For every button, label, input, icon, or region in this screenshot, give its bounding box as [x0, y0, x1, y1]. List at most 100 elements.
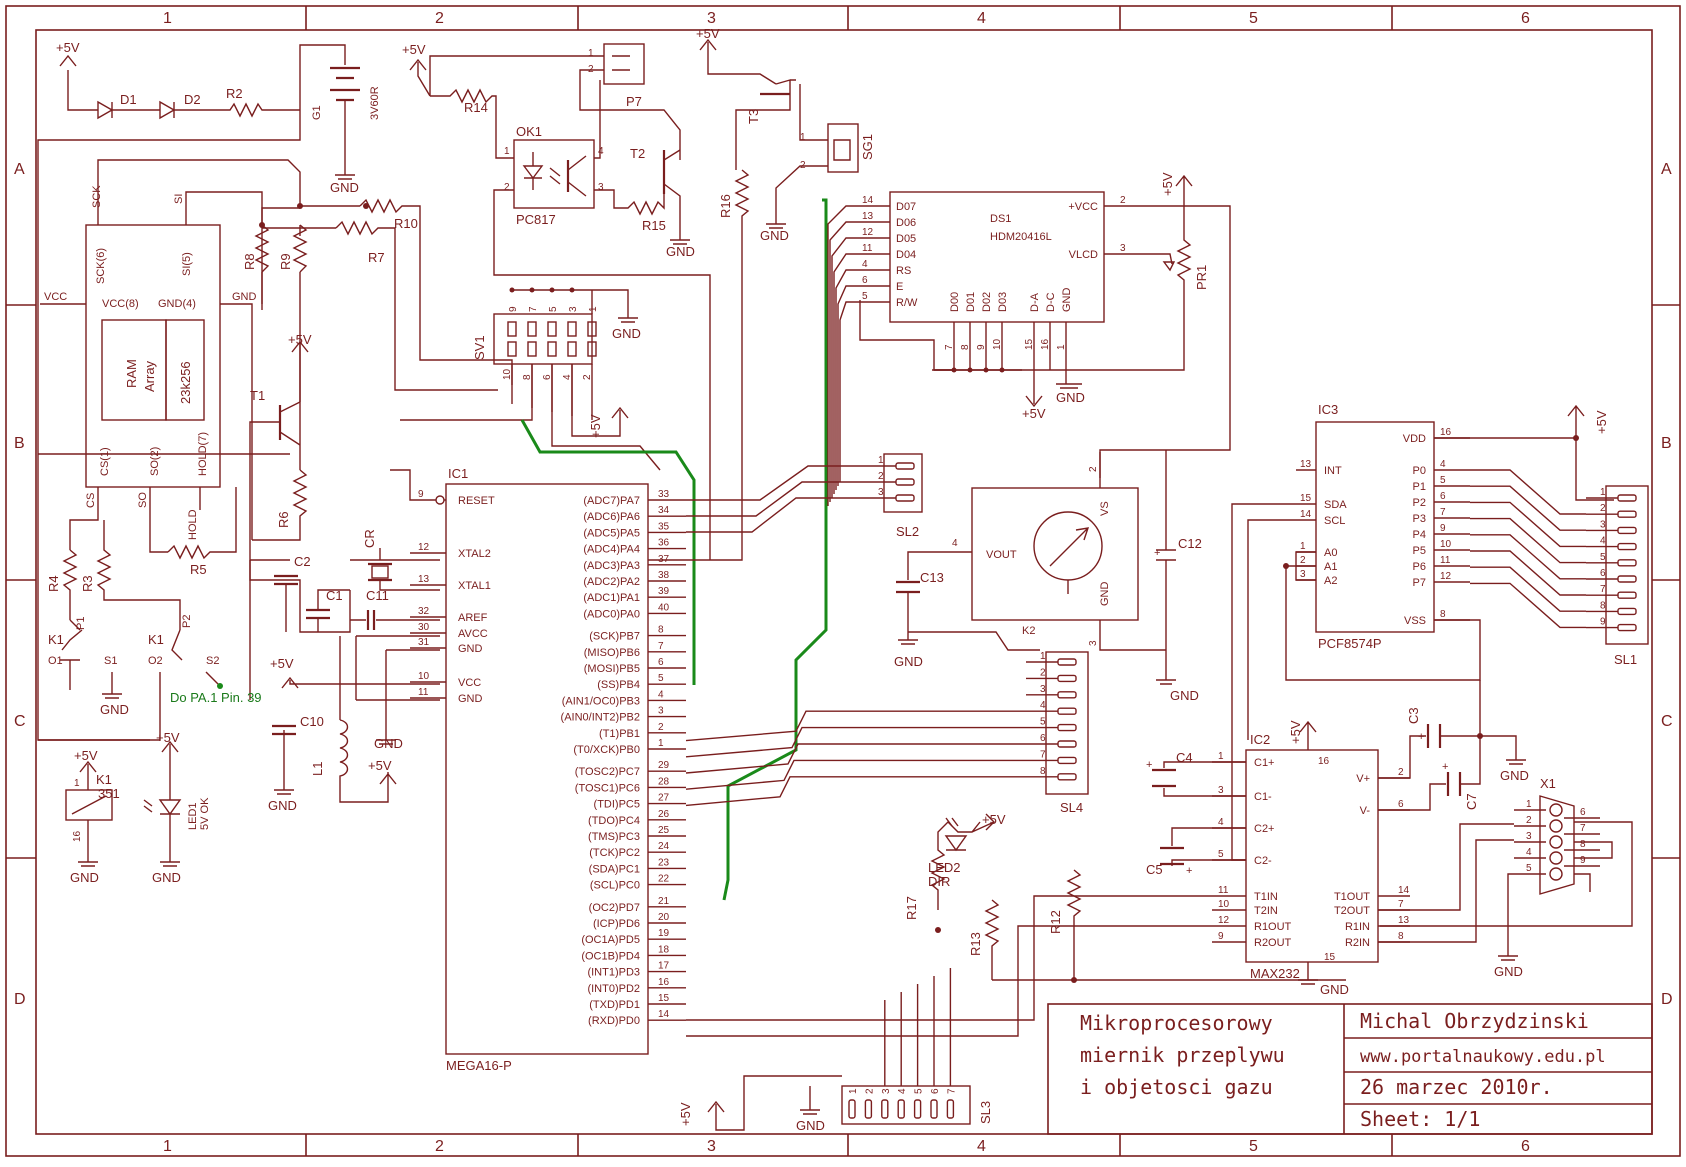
ic1-left-pin-name: AREF — [458, 612, 488, 624]
sl1-pin-number: 9 — [1600, 617, 1606, 628]
sg1-pin-1: 1 — [800, 132, 806, 143]
c11-label: C11 — [366, 588, 389, 603]
ic1-right-pin-number: 23 — [658, 857, 670, 868]
pcf-left-pin-number: 2 — [1300, 555, 1306, 566]
sl1-pin-number: 3 — [1600, 519, 1606, 530]
r15-label: R15 — [642, 218, 666, 233]
vcc-p5v: +5V — [270, 656, 294, 671]
ic1-right-pin-name: (AIN0/INT2)PB2 — [561, 712, 640, 724]
k2-gnd: GND — [1099, 582, 1111, 607]
sv1-p5v: +5V — [588, 414, 603, 438]
c7-plus: + — [1442, 761, 1448, 773]
r2-label: R2 — [226, 86, 243, 101]
ic1-right-pin-number: 3 — [658, 706, 664, 717]
ic2-max232: IC2 MAX232 16 15 C1+1C1-3C2+4C2-5T1IN11T… — [686, 680, 1529, 1037]
ic1-right-pin-name: (ADC7)PA7 — [583, 495, 640, 507]
sl3-pin — [930, 1099, 938, 1119]
pr1-label: PR1 — [1194, 265, 1209, 290]
c4-label: C4 — [1176, 750, 1193, 765]
r17-label: R17 — [904, 896, 919, 920]
c13-gnd: GND — [894, 654, 923, 669]
c5-label: C5 — [1146, 862, 1163, 877]
relay-pin-1: 1 — [74, 778, 80, 789]
sg1-label: SG1 — [860, 134, 875, 160]
sv1-pin-number: 1 — [588, 306, 599, 312]
vcc-pin-label: VCC — [44, 291, 67, 303]
sl4-pin-number: 4 — [1040, 700, 1046, 711]
ic1-right-pin-number: 18 — [658, 944, 670, 955]
sv1-label: SV1 — [472, 335, 487, 360]
sl4-pin-number: 8 — [1040, 766, 1046, 777]
relay-gnd: GND — [70, 870, 99, 885]
max-left-pins: C1+1C1-3C2+4C2-5T1IN11T2IN10R1OUT12R2OUT… — [686, 751, 1292, 1037]
ram-sub: Array — [142, 360, 157, 392]
max-right-pin-name: R1IN — [1345, 921, 1370, 933]
sv1-pin — [527, 321, 537, 337]
ic1-right-pin-name: (INT1)PD3 — [587, 967, 640, 979]
c12-plus: + — [1154, 547, 1160, 559]
k2-vs: VS — [1099, 501, 1111, 516]
ic1-right-pin-number: 33 — [658, 489, 670, 500]
sv1-pin-number: 9 — [508, 306, 519, 312]
pcf-right-pin-name: P4 — [1413, 529, 1426, 541]
ic1-left-pin-number: 10 — [418, 671, 430, 682]
ic1-right-pin-number: 38 — [658, 570, 670, 581]
k2-sensor: VOUT VS GND K2 4 2 3 C13 GND — [894, 452, 1166, 669]
col-label-4: 4 — [977, 10, 986, 27]
sv1-pin-number: 3 — [568, 306, 579, 312]
sl3-pin — [864, 1099, 873, 1119]
ic1-right-pin-name: (ADC2)PA2 — [583, 576, 640, 588]
col-label-2-bottom: 2 — [435, 1138, 444, 1155]
sv1-pin-number: 4 — [562, 374, 573, 380]
lcd-bottom-pin-number: 16 — [1040, 338, 1051, 350]
sheet-number: Sheet: 1/1 — [1360, 1107, 1480, 1131]
sl4-pin — [1057, 674, 1077, 683]
pcf-right-pin-number: 6 — [1440, 491, 1446, 502]
ic1-right-pin-name: (TDI)PC5 — [594, 799, 640, 811]
d1-label: D1 — [120, 92, 137, 107]
row-label-c-right: C — [1661, 713, 1673, 730]
x1-pin-number: 5 — [1526, 863, 1532, 874]
lcd-bus-wire — [827, 205, 856, 506]
p2-label: P2 — [181, 615, 193, 628]
ic1-left-pin-name: GND — [458, 693, 483, 705]
sl1-wire — [1470, 517, 1586, 564]
s2-label: S2 — [206, 655, 219, 667]
col-label-2: 2 — [435, 10, 444, 27]
s1-gnd: GND — [100, 702, 129, 717]
row-label-b-right: B — [1661, 435, 1672, 452]
sl2-pin-number: 3 — [878, 487, 884, 498]
max-left-pin-name: C2- — [1254, 855, 1272, 867]
pcf-left-pin-name: INT — [1324, 465, 1342, 477]
ic1-left-pin-number: 31 — [418, 637, 430, 648]
pcf-left-pin-number: 13 — [1300, 459, 1312, 470]
lcd-left-pin-number: 5 — [862, 291, 868, 302]
t1in-wire — [686, 895, 1212, 1021]
sl1-wire — [1470, 469, 1586, 515]
lcd-left-pin-number: 6 — [862, 275, 868, 286]
ic1-right-pin-number: 21 — [658, 896, 670, 907]
k2-pin-2: 2 — [1088, 466, 1099, 472]
ic1-right-pin-name: (SCL)PC0 — [590, 880, 640, 892]
col-label-5-bottom: 5 — [1249, 1138, 1258, 1155]
lcd-bottom-pin-name: D01 — [965, 292, 977, 312]
ic1-left-pin-name: GND — [458, 643, 483, 655]
k1-label-a: K1 — [48, 632, 64, 647]
ic1-right-pin-name: (TOSC2)PC7 — [575, 766, 640, 778]
sl4-pin — [1057, 691, 1077, 699]
sl1-pin-number: 4 — [1600, 536, 1606, 547]
ic1-left-pin-number: 9 — [418, 489, 424, 500]
g1-label: G1 — [311, 105, 323, 120]
sv1-pin — [507, 321, 517, 337]
ic1-mega16: IC1 MEGA16-P RESET9XTAL212XTAL113AREF32A… — [390, 466, 686, 1073]
max-left-pin-name: C1- — [1254, 791, 1272, 803]
max-left-pin-name: T2IN — [1254, 905, 1278, 917]
relay-led-section: +5V K1 351 1 16 GND +5V LED1 5V OK GND — [65, 730, 211, 885]
ic2-pin-top: 16 — [1318, 756, 1330, 767]
ic3-p5v: +5V — [1594, 410, 1609, 434]
r14-label: R14 — [464, 100, 488, 115]
sl4-pin-number: 1 — [1040, 651, 1046, 662]
c3-label: C3 — [1406, 707, 1421, 724]
